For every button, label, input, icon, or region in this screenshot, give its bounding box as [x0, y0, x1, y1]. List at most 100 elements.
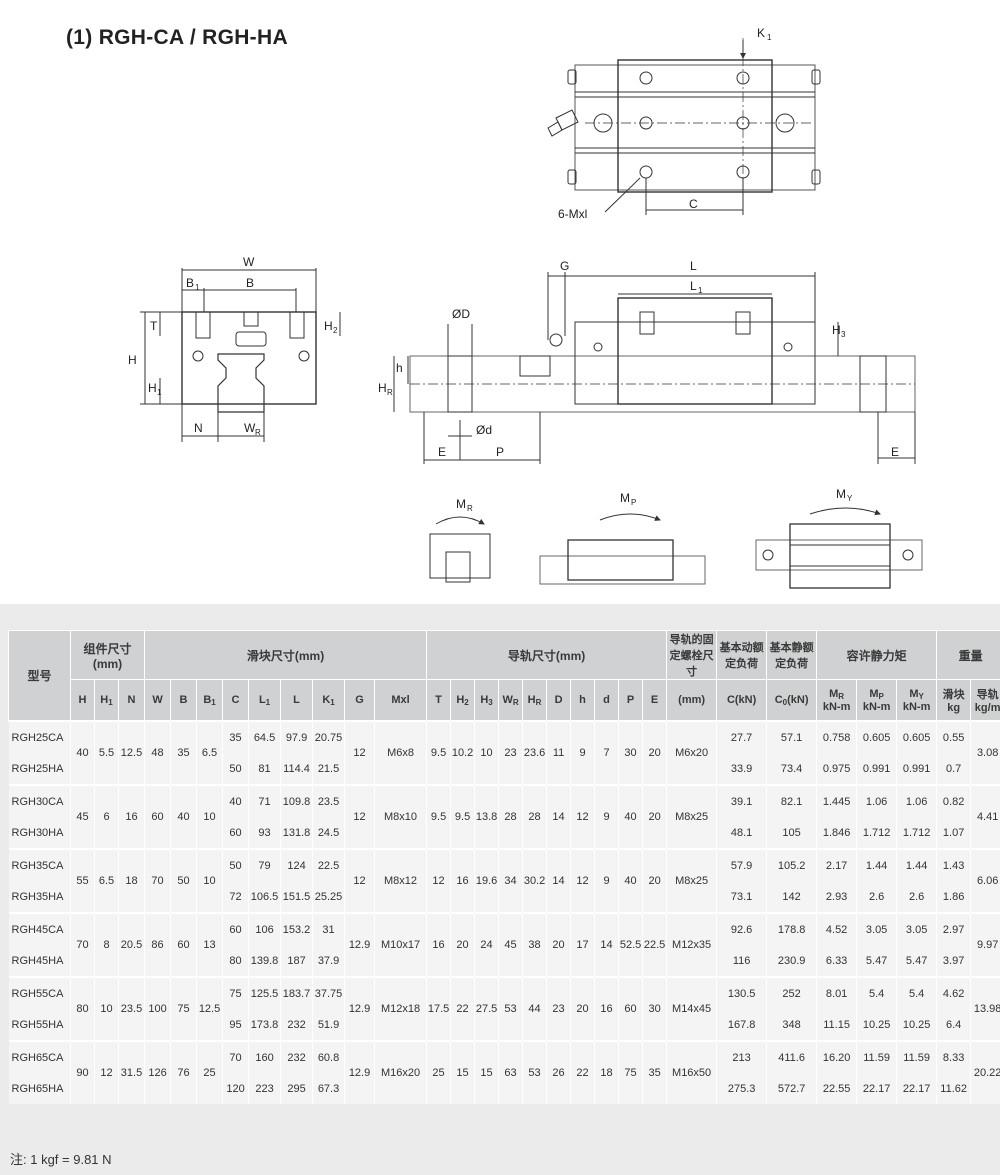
table-cell: 130.5 [716, 976, 768, 1009]
table-cell: 100 [144, 976, 172, 1041]
th-dyn: 基本动额定负荷 [716, 630, 768, 680]
table-cell: 33.9 [716, 753, 768, 785]
table-cell: 8.33 [936, 1040, 972, 1073]
table-cell: 10.25 [856, 1009, 898, 1041]
table-cell: RGH25HA [8, 753, 71, 785]
h2-label: H [324, 319, 333, 333]
table-cell: 35 [222, 720, 250, 753]
table-cell: 16.20 [816, 1040, 858, 1073]
n-label: N [194, 421, 203, 435]
th-G: G [344, 679, 376, 722]
th-C-kN: C(kN) [716, 679, 768, 722]
table-cell: 131.8 [280, 817, 314, 849]
h-label: H [128, 353, 137, 367]
table-cell: 11 [546, 720, 572, 785]
table-cell: 35 [642, 1040, 668, 1104]
table-cell: 252 [766, 976, 818, 1009]
table-cell: 6 [94, 784, 119, 849]
table-cell: 51.9 [312, 1009, 346, 1041]
table-cell: 11.15 [816, 1009, 858, 1041]
table-cell: 0.605 [896, 720, 938, 753]
table-cell: 35 [170, 720, 198, 785]
table-cell: RGH45HA [8, 945, 71, 977]
table-cell: 105 [766, 817, 818, 849]
e2-label: E [891, 445, 899, 459]
table-cell: 70 [222, 1040, 250, 1073]
h1-sub: 1 [157, 388, 162, 397]
table-cell: 1.06 [856, 784, 898, 817]
table-cell: M8x25 [666, 784, 718, 849]
table-cell: 1.86 [936, 881, 972, 913]
table-cell: 80 [70, 976, 95, 1041]
table-cell: 79 [248, 848, 282, 881]
table-cell: 73.1 [716, 881, 768, 913]
table-cell: 18 [118, 848, 146, 913]
table-cell: M8x12 [374, 848, 428, 913]
table-cell: 7 [594, 720, 620, 785]
th-L: L [280, 679, 314, 722]
table-cell: 20.22 [970, 1040, 1000, 1104]
table-cell: 105.2 [766, 848, 818, 881]
table-cell: 0.7 [936, 753, 972, 785]
table-cell: 60 [144, 784, 172, 849]
table-cell: 2.17 [816, 848, 858, 881]
table-cell: 10.2 [450, 720, 476, 785]
table-cell: 19.6 [474, 848, 500, 913]
table-cell: 15 [474, 1040, 500, 1104]
table-cell: M16x20 [374, 1040, 428, 1104]
table-cell: M14x45 [666, 976, 718, 1041]
table-cell: 40 [618, 784, 644, 849]
table-cell: 24 [474, 912, 500, 977]
table-cell: 60 [222, 912, 250, 945]
table-cell: 27.5 [474, 976, 500, 1041]
table-cell: 25 [426, 1040, 452, 1104]
th-h: h [570, 679, 596, 722]
top-view [547, 38, 821, 215]
wr-label: W [244, 421, 256, 435]
table-cell: 16 [594, 976, 620, 1041]
l-label: L [690, 259, 697, 273]
table-cell: M8x10 [374, 784, 428, 849]
table-cell: 12 [426, 848, 452, 913]
th-D: D [546, 679, 572, 722]
table-cell: 75 [222, 976, 250, 1009]
table-cell: 4.62 [936, 976, 972, 1009]
table-cell: RGH30CA [8, 784, 71, 817]
table-cell: 25 [196, 1040, 224, 1104]
table-cell: 40 [170, 784, 198, 849]
table-cell: 0.605 [856, 720, 898, 753]
table-cell: 4.41 [970, 784, 1000, 849]
table-cell: M12x35 [666, 912, 718, 977]
table-cell: 0.758 [816, 720, 858, 753]
table-cell: RGH35HA [8, 881, 71, 913]
table-cell: 97.9 [280, 720, 314, 753]
table-cell: 20 [546, 912, 572, 977]
table-cell: 9.5 [450, 784, 476, 849]
th-d: d [594, 679, 620, 722]
table-cell: 275.3 [716, 1073, 768, 1104]
table-cell: 109.8 [280, 784, 314, 817]
table-cell: 17.5 [426, 976, 452, 1041]
table-cell: 37.9 [312, 945, 346, 977]
table-cell: M10x17 [374, 912, 428, 977]
table-cell: 106.5 [248, 881, 282, 913]
table-cell: 411.6 [766, 1040, 818, 1073]
b1-sub: 1 [195, 283, 200, 292]
table-cell: 57.9 [716, 848, 768, 881]
hr-label: H [378, 381, 387, 395]
table-cell: RGH30HA [8, 817, 71, 849]
table-cell: 1.44 [896, 848, 938, 881]
table-cell: 153.2 [280, 912, 314, 945]
table-cell: 1.44 [856, 848, 898, 881]
table-cell: 572.7 [766, 1073, 818, 1104]
my-label: M [836, 487, 846, 501]
table-cell: 17 [570, 912, 596, 977]
table-cell: 232 [280, 1009, 314, 1041]
table-cell: 24.5 [312, 817, 346, 849]
table-cell: 2.6 [856, 881, 898, 913]
table-cell: 3.05 [856, 912, 898, 945]
